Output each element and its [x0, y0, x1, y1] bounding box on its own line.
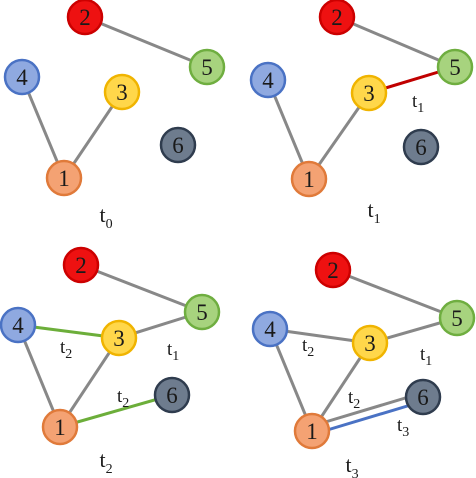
edge-4-1	[268, 328, 314, 432]
node-label: 2	[75, 253, 87, 278]
node-label: 5	[449, 55, 461, 80]
node-1: 1	[41, 408, 79, 446]
panel-t1: 2 5 4 3 6 1 t1 t1	[249, 0, 474, 227]
edge-label: t2	[60, 337, 72, 362]
node-label: 3	[364, 331, 376, 356]
edge-label-subscript: 1	[417, 101, 424, 116]
node-3: 3	[100, 319, 138, 357]
edge-label-subscript: 2	[307, 345, 314, 360]
edge-1-6-a	[311, 391, 423, 428]
edge-label: t3	[397, 415, 409, 440]
node-5: 5	[183, 293, 221, 331]
node-label: 6	[166, 383, 178, 408]
edge-label: t2	[117, 386, 129, 411]
panel-t3: 2 5 4 3 6 1 t2 t1 t2 t3 t	[251, 251, 476, 478]
edge-2-5	[336, 15, 456, 69]
node-label: 3	[116, 80, 128, 105]
node-4: 4	[0, 306, 37, 344]
edge-label: t1	[167, 339, 179, 364]
caption-base: t	[367, 197, 373, 222]
edge-label-base: t	[420, 344, 426, 365]
edge-1-6	[59, 393, 173, 429]
edge-label: t2	[302, 335, 314, 360]
node-label: 5	[201, 55, 213, 80]
edge-label: t1	[412, 91, 424, 116]
caption-subscript: 1	[374, 212, 381, 227]
edge-label-subscript: 2	[353, 397, 360, 412]
edge-label-subscript: 1	[172, 349, 179, 364]
node-1: 1	[290, 160, 328, 198]
edge-label-subscript: 1	[425, 354, 432, 369]
panel-t0: 2 5 4 3 6 1 t0	[3, 0, 226, 232]
node-label: 1	[58, 166, 70, 191]
node-2: 2	[66, 0, 104, 36]
node-5: 5	[438, 299, 476, 337]
panel-caption: t0	[99, 202, 112, 232]
edge-1-6-b	[313, 399, 425, 436]
edge-label: t2	[348, 387, 360, 412]
edge-label-base: t	[302, 335, 308, 356]
node-2: 2	[62, 246, 100, 284]
edge-label-subscript: 2	[122, 396, 129, 411]
node-label: 5	[451, 306, 463, 331]
edge-label-base: t	[348, 387, 354, 408]
panel-caption: t3	[345, 452, 358, 478]
node-label: 6	[417, 385, 429, 410]
node-3: 3	[350, 74, 388, 112]
panel-caption: t1	[367, 197, 380, 227]
edge-4-1	[16, 324, 62, 428]
node-label: 4	[262, 68, 274, 93]
node-4: 4	[3, 58, 41, 96]
edge-label-subscript: 2	[65, 347, 72, 362]
node-1: 1	[45, 159, 83, 197]
edge-label: t1	[420, 344, 432, 369]
caption-subscript: 2	[106, 462, 113, 477]
node-label: 3	[113, 326, 125, 351]
caption-subscript: 0	[106, 217, 113, 232]
node-label: 4	[264, 317, 276, 342]
edge-label-base: t	[167, 339, 173, 360]
panel-caption: t2	[99, 447, 112, 477]
caption-base: t	[99, 202, 105, 227]
edge-label-base: t	[117, 386, 123, 407]
node-1: 1	[293, 412, 331, 450]
node-label: 1	[306, 419, 318, 444]
node-label: 2	[79, 5, 91, 30]
node-label: 2	[331, 5, 343, 30]
node-4: 4	[251, 310, 289, 348]
node-2: 2	[314, 251, 352, 289]
node-label: 3	[363, 81, 375, 106]
edge-label-base: t	[397, 415, 403, 436]
node-2: 2	[318, 0, 356, 36]
node-label: 2	[327, 258, 339, 283]
edge-2-5	[332, 268, 458, 320]
caption-base: t	[99, 447, 105, 472]
node-6: 6	[153, 376, 191, 414]
edge-2-5	[80, 263, 203, 314]
edge-label-base: t	[60, 337, 66, 358]
node-label: 1	[54, 415, 66, 440]
node-3: 3	[103, 73, 141, 111]
node-label: 4	[16, 65, 28, 90]
node-6: 6	[159, 126, 197, 164]
caption-base: t	[345, 452, 351, 477]
node-label: 6	[415, 135, 427, 160]
node-label: 1	[303, 167, 315, 192]
node-6: 6	[402, 128, 440, 166]
edge-label-subscript: 3	[402, 425, 409, 440]
node-4: 4	[249, 61, 287, 99]
node-5: 5	[436, 48, 474, 86]
node-6: 6	[404, 378, 442, 416]
caption-subscript: 3	[352, 467, 359, 478]
node-3: 3	[351, 324, 389, 362]
node-label: 5	[196, 300, 208, 325]
node-5: 5	[188, 48, 226, 86]
panel-t2: 2 5 4 3 6 1 t2 t1 t2 t2	[0, 246, 221, 477]
node-label: 4	[12, 313, 24, 338]
edge-label-base: t	[412, 91, 418, 112]
node-label: 6	[172, 133, 184, 158]
edge-2-5	[84, 15, 208, 69]
